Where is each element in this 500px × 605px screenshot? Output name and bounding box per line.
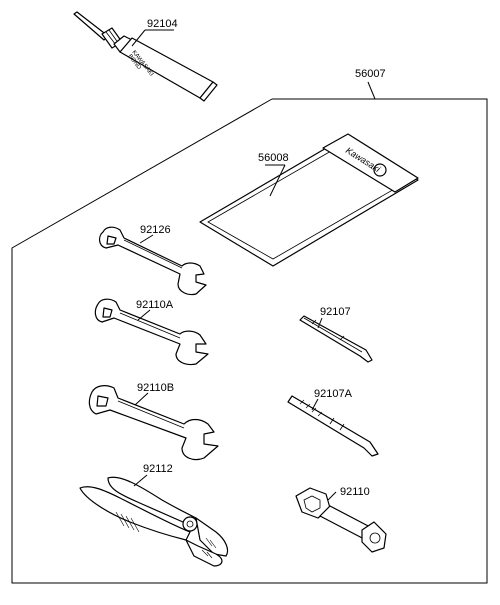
wrench-92110a [94,298,209,366]
label-92126: 92126 [140,224,171,236]
label-92107: 92107 [320,306,351,318]
leader-92126 [139,234,154,244]
label-56007: 56007 [355,68,386,80]
label-92112: 92112 [143,463,173,475]
label-92110b: 92110B [137,382,174,394]
label-92110a: 92110A [136,299,174,311]
tool-case: Kawasaki [199,133,419,267]
leader-92110 [327,491,337,501]
bond-tube: KAWASAKI BOND [73,11,218,102]
leader-92112 [133,474,148,487]
plug-wrench-92110 [295,487,387,553]
leader-56007 [367,81,376,100]
leader-92110b [134,392,149,406]
kit-frame [11,98,488,584]
label-92104: 92104 [147,18,178,30]
label-92110: 92110 [340,486,370,498]
wrench-92126 [99,226,207,296]
leader-92110a [137,309,151,321]
label-92107a: 92107A [314,388,353,400]
pliers-92112 [79,476,229,567]
screwdriver-92107 [299,315,373,363]
screwdriver-92107a [287,395,379,457]
leader-92104 [131,29,146,47]
label-56008: 56008 [258,152,289,164]
wrench-92110b [88,385,219,461]
leader-92107a [311,398,319,411]
leader-92107 [317,317,323,329]
